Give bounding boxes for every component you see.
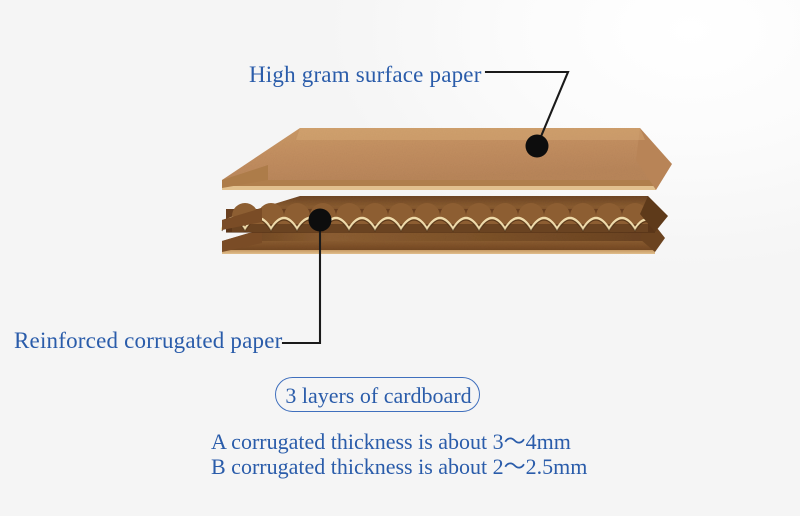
layers-badge-label: 3 layers of cardboard — [285, 383, 472, 408]
callout-label-high-gram-surface-paper: High gram surface paper — [249, 62, 482, 87]
callout-leader-reinforced-corrugated-paper — [281, 208, 332, 345]
callout-leader-high-gram-surface-paper — [484, 70, 570, 158]
corrugated-flute-layer — [220, 196, 668, 233]
note-b-corrugated-thickness: B corrugated thickness is about 2～2.5mm — [211, 454, 588, 479]
note-a-corrugated-thickness: A corrugated thickness is about 3～4mm — [211, 429, 571, 454]
top-liner-sheet — [222, 128, 672, 190]
flute-arches — [226, 203, 655, 233]
callout-dot-high-gram-surface-paper — [525, 134, 549, 158]
layers-badge: 3 layers of cardboard — [275, 377, 480, 412]
callout-label-reinforced-corrugated-paper: Reinforced corrugated paper — [14, 328, 283, 353]
callout-dot-reinforced-corrugated-paper — [308, 208, 332, 232]
